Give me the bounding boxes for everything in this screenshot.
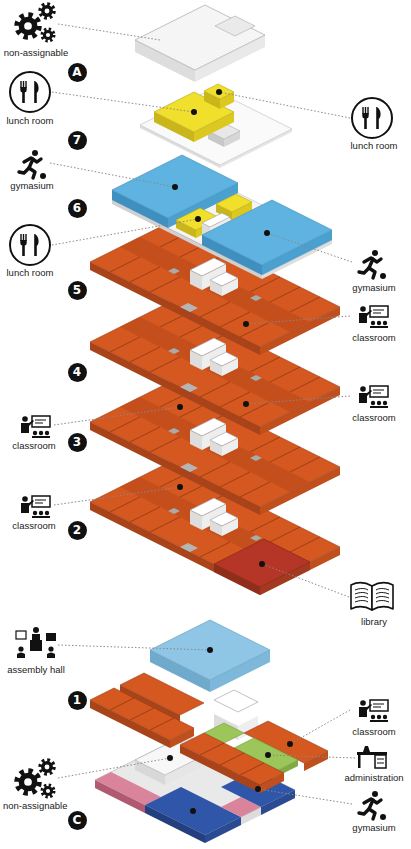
room-type-label: lunch room	[351, 141, 398, 151]
leader-lines	[50, 24, 355, 804]
classroom-icon	[21, 416, 50, 437]
room-type-label: assembly hall	[7, 665, 65, 675]
room-type-label: library	[361, 617, 387, 627]
floor-number: 2	[73, 524, 81, 536]
classroom-icon	[359, 386, 388, 407]
room-type-label: administration	[344, 773, 403, 783]
lunch-icon	[352, 98, 392, 138]
classroom-icon	[359, 700, 388, 721]
floor-number: C	[73, 814, 82, 826]
floor-badge: C	[68, 811, 87, 830]
lunch-icon	[10, 225, 50, 265]
desk-icon	[357, 746, 387, 768]
floor-number: 5	[73, 284, 81, 296]
assembly-icon	[16, 627, 56, 658]
floor-badge: A	[68, 63, 87, 82]
floor-badge: 5	[68, 281, 87, 300]
gears-icon	[17, 760, 54, 797]
library-icon	[351, 583, 393, 610]
floor-number: 1	[73, 694, 81, 706]
zone-dots	[167, 89, 293, 814]
floor-6-slab	[112, 155, 332, 279]
floor-badge: 1	[68, 691, 87, 710]
floor-number: 7	[73, 134, 81, 146]
gym-icon	[19, 150, 46, 179]
gym-icon	[359, 250, 386, 279]
floor-badge: 7	[68, 131, 87, 150]
floor-number: 6	[73, 202, 81, 214]
room-type-label: non-assignable	[3, 801, 67, 811]
classroom-icon	[21, 496, 50, 517]
room-type-label: non-assignable	[4, 48, 68, 58]
room-type-label: lunch room	[7, 268, 54, 278]
floor-number: 4	[73, 366, 81, 378]
room-type-label: classroom	[12, 521, 55, 531]
room-type-label: classroom	[352, 413, 395, 423]
library-zone	[214, 539, 310, 595]
classroom-icon	[359, 306, 388, 327]
room-type-label: gymasium	[352, 823, 395, 833]
room-type-label: gymasium	[352, 283, 395, 293]
room-type-label: lunch room	[7, 116, 54, 126]
gym-icon	[359, 791, 386, 820]
room-type-label: classroom	[352, 727, 395, 737]
floor-badge: 6	[68, 199, 87, 218]
room-type-label: classroom	[12, 441, 55, 451]
room-type-label: gymasium	[10, 181, 53, 191]
lunch-icon	[10, 72, 50, 112]
floor-badge: 2	[68, 521, 87, 540]
floor-1-slab	[90, 620, 328, 793]
room-type-label: classroom	[352, 333, 395, 343]
floor-a-slab	[135, 5, 265, 82]
floor-7-slab	[140, 84, 292, 168]
gears-icon	[17, 4, 54, 41]
floor-badge: 3	[68, 433, 87, 452]
floor-number: 3	[73, 436, 81, 448]
floor-number: A	[72, 66, 81, 78]
floor-badge: 4	[68, 363, 87, 382]
